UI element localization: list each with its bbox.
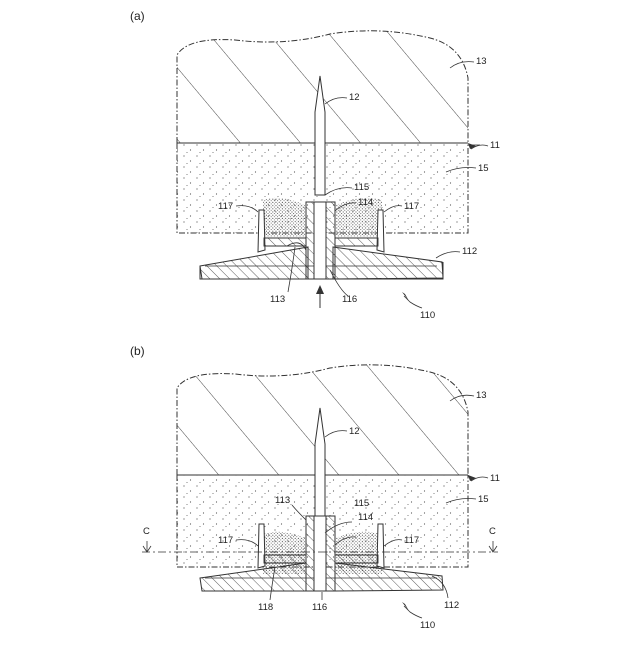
- label-116-b: 116: [312, 602, 327, 613]
- push-arrow: [316, 285, 324, 308]
- panel-a-label: (a): [130, 9, 145, 23]
- rib-right: [335, 238, 378, 246]
- panel-b: (b) C C: [130, 344, 500, 631]
- label-112: 112: [462, 246, 477, 257]
- label-115-b: 115: [354, 498, 369, 509]
- label-113: 113: [270, 294, 285, 305]
- label-12: 12: [349, 92, 360, 103]
- label-11-b: 11: [490, 473, 500, 484]
- filled-material-left: [263, 198, 305, 237]
- label-15: 15: [478, 163, 489, 174]
- label-13-b: 13: [476, 390, 487, 401]
- label-115: 115: [354, 182, 369, 193]
- label-section-c-right: C: [489, 526, 496, 537]
- label-12-b: 12: [349, 426, 360, 437]
- label-118: 118: [258, 602, 273, 613]
- label-114: 114: [358, 197, 373, 208]
- rib-b-left: [264, 555, 306, 563]
- label-section-c-left: C: [143, 526, 150, 537]
- label-13: 13: [476, 56, 487, 67]
- nail-hole-b: [314, 516, 326, 591]
- nail-hole: [314, 202, 326, 279]
- label-15-b: 15: [478, 494, 489, 505]
- rib-113: [264, 238, 306, 246]
- label-117-b-right: 117: [404, 535, 419, 546]
- label-117-b-left: 117: [218, 535, 233, 546]
- label-110-b: 110: [420, 620, 435, 631]
- panel-b-label: (b): [130, 344, 145, 358]
- label-112-b: 112: [444, 600, 459, 611]
- label-113-b: 113: [275, 495, 290, 506]
- label-116: 116: [342, 294, 357, 305]
- label-11: 11: [490, 140, 500, 151]
- label-110: 110: [420, 310, 435, 321]
- panel-a: (a): [130, 9, 500, 321]
- label-117-right: 117: [404, 201, 419, 212]
- label-117-left: 117: [218, 201, 233, 212]
- rib-b-right: [335, 555, 378, 563]
- label-114-b: 114: [358, 512, 373, 523]
- arrow-110-a: [402, 292, 409, 301]
